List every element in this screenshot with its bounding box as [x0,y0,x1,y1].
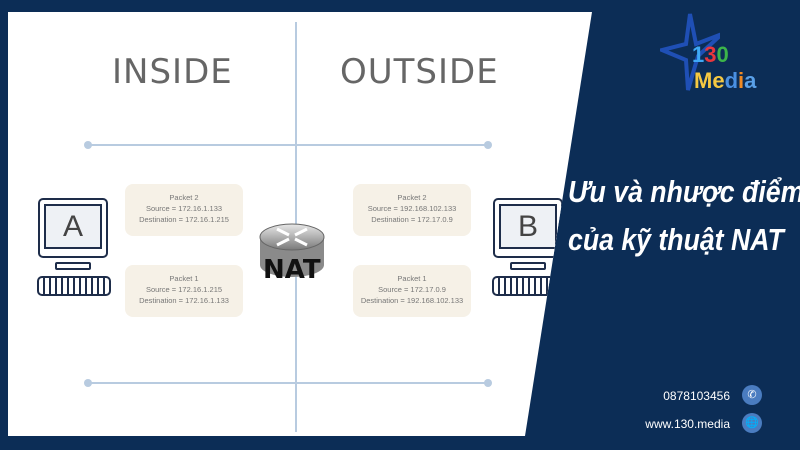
website-link[interactable]: www.130.media [645,417,730,431]
title-line-2: của kỹ thuật NAT [568,222,784,257]
computer-a-label: A [44,204,102,249]
outside-packet-1: Packet 1 Source = 172.17.0.9 Destination… [353,265,471,317]
inside-packet-2: Packet 2 Source = 172.16.1.133 Destinati… [125,184,243,236]
bottom-arrow-line [84,379,492,387]
star-icon [660,13,720,91]
nat-label: NAT [263,255,321,285]
packet-title: Packet 2 [397,193,427,202]
nat-router-icon: NAT [255,215,330,290]
page-title: Ưu và nhược điểm của kỹ thuật NAT [568,168,800,264]
packet-source: Source = 172.16.1.215 [145,285,223,294]
computer-a-icon: A [35,198,115,298]
packet-title: Packet 1 [169,274,199,283]
computer-b-icon: B [490,198,570,298]
outside-heading: OUTSIDE [340,52,499,92]
packet-source: Source = 172.17.0.9 [378,285,446,294]
packet-source: Source = 192.168.102.133 [367,204,457,213]
packet-destination: Destination = 172.16.1.215 [139,215,229,224]
inside-packet-1: Packet 1 Source = 172.16.1.215 Destinati… [125,265,243,317]
computer-b-label: B [499,204,557,249]
title-line-1: Ưu và nhược điểm [568,174,800,209]
logo-number: 130 [692,42,729,67]
packet-title: Packet 2 [169,193,199,202]
packet-title: Packet 1 [397,274,427,283]
phone-icon[interactable]: ✆ [742,385,762,405]
packet-destination: Destination = 172.16.1.133 [139,296,229,305]
packet-source: Source = 172.16.1.133 [145,204,223,213]
top-arrow-line [84,141,492,149]
packet-destination: Destination = 192.168.102.133 [360,296,464,305]
packet-destination: Destination = 172.17.0.9 [371,215,453,224]
phone-text: 0878103456 [663,389,730,403]
logo-word: Media [694,68,757,93]
inside-heading: INSIDE [112,52,233,92]
outside-packet-2: Packet 2 Source = 192.168.102.133 Destin… [353,184,471,236]
globe-icon[interactable]: 🌐 [742,413,762,433]
